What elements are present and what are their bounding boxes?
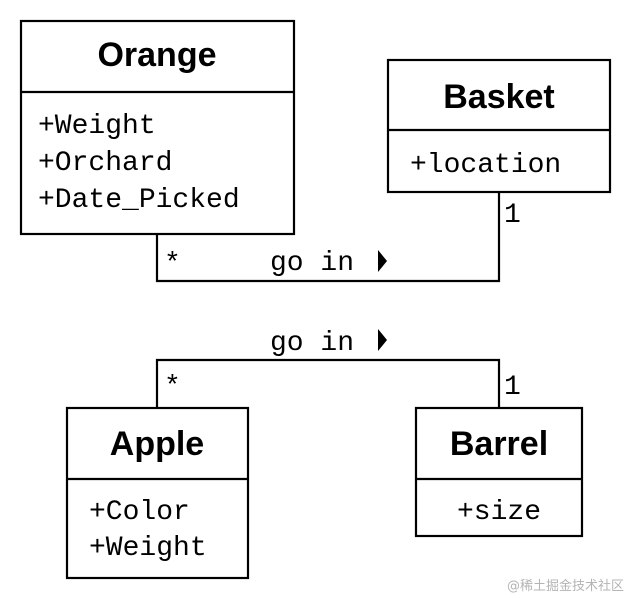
association-orange-basket-label: go in bbox=[270, 248, 354, 279]
class-basket: Basket +location bbox=[386, 58, 612, 194]
association-apple-barrel-source-multiplicity: * bbox=[164, 372, 181, 403]
class-orange-box bbox=[19, 19, 296, 236]
class-apple-box bbox=[65, 406, 250, 580]
class-apple: Apple +Color +Weight bbox=[65, 406, 250, 580]
class-orange: Orange +Weight +Orchard +Date_Picked bbox=[19, 19, 296, 236]
class-barrel-name: Barrel bbox=[450, 425, 548, 463]
association-orange-basket-target-multiplicity: 1 bbox=[504, 200, 521, 231]
class-orange-name: Orange bbox=[97, 36, 216, 74]
class-orange-attr-weight: +Weight bbox=[38, 111, 156, 142]
association-orange-basket-direction-arrow-icon bbox=[378, 250, 387, 272]
class-apple-name: Apple bbox=[110, 425, 204, 463]
class-barrel: Barrel +size bbox=[414, 406, 584, 538]
class-basket-attr-location: +location bbox=[410, 150, 561, 181]
association-apple-barrel-target-multiplicity: 1 bbox=[504, 372, 521, 403]
class-apple-attr-color: +Color bbox=[89, 497, 190, 528]
association-apple-barrel-line bbox=[155, 358, 501, 408]
watermark: @稀土掘金技术社区 bbox=[507, 578, 624, 594]
class-orange-attr-orchard: +Orchard bbox=[38, 148, 172, 179]
association-apple-barrel-label: go in bbox=[270, 328, 354, 359]
association-orange-basket-line bbox=[155, 192, 501, 283]
class-basket-name: Basket bbox=[443, 78, 555, 116]
class-barrel-box bbox=[414, 406, 584, 538]
association-orange-basket: * 1 go in bbox=[155, 192, 521, 283]
association-apple-barrel-direction-arrow-icon bbox=[378, 329, 387, 351]
association-apple-barrel: go in * 1 bbox=[155, 328, 521, 408]
class-barrel-attr-size: +size bbox=[457, 497, 541, 528]
class-apple-attr-weight: +Weight bbox=[89, 533, 207, 564]
class-basket-box bbox=[386, 58, 612, 194]
class-orange-attr-date-picked: +Date_Picked bbox=[38, 185, 240, 216]
association-orange-basket-source-multiplicity: * bbox=[164, 249, 181, 280]
